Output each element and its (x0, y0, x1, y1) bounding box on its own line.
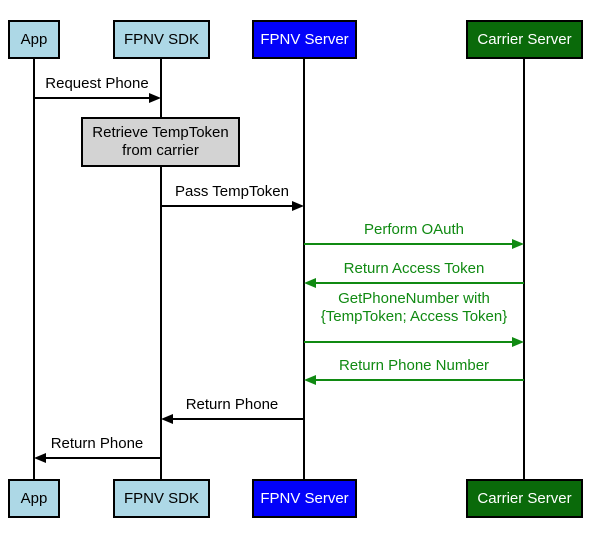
arrowhead-left-icon (161, 414, 173, 424)
actor-box-app-top: App (8, 20, 60, 59)
actor-box-app-bottom: App (8, 479, 60, 518)
actor-box-fpnv-server-top: FPNV Server (252, 20, 357, 59)
note-line1: Retrieve TempToken (92, 124, 229, 141)
actor-box-carrier-server-bottom: Carrier Server (466, 479, 583, 518)
message-label-return-access-token: Return Access Token (343, 260, 485, 277)
lifeline-app (33, 59, 35, 479)
arrowhead-right-icon (512, 239, 524, 249)
message-label-perform-oauth: Perform OAuth (363, 221, 465, 238)
actor-box-fpnv-sdk-bottom: FPNV SDK (113, 479, 210, 518)
message-label-request-phone: Request Phone (45, 75, 149, 92)
message-label-return-phone-server: Return Phone (185, 396, 279, 413)
message-label-return-phone-sdk: Return Phone (50, 435, 144, 452)
lifeline-carrier-server (523, 59, 525, 479)
note-line2: from carrier (122, 142, 199, 159)
arrowhead-right-icon (292, 201, 304, 211)
lifeline-fpnv-sdk (160, 59, 162, 479)
arrowhead-left-icon (304, 375, 316, 385)
message-label-getphonenumber-line1: GetPhoneNumber with (338, 290, 490, 307)
message-label-pass-temptoken: Pass TempToken (175, 183, 289, 200)
arrowhead-left-icon (34, 453, 46, 463)
arrowhead-left-icon (304, 278, 316, 288)
message-label-getphonenumber: GetPhoneNumber with {TempToken; Access T… (321, 290, 508, 326)
message-arrow-pass-temptoken (161, 205, 292, 207)
lifeline-fpnv-server (303, 59, 305, 479)
message-arrow-perform-oauth (304, 243, 512, 245)
message-label-return-phone-number: Return Phone Number (338, 357, 490, 374)
actor-box-carrier-server-top: Carrier Server (466, 20, 583, 59)
actor-box-fpnv-sdk-top: FPNV SDK (113, 20, 210, 59)
arrowhead-right-icon (512, 337, 524, 347)
message-arrow-getphonenumber (304, 341, 512, 343)
message-label-getphonenumber-line2: {TempToken; Access Token} (320, 308, 508, 325)
message-arrow-request-phone (34, 97, 149, 99)
message-arrow-return-phone-number (316, 379, 524, 381)
arrowhead-right-icon (149, 93, 161, 103)
note-box: Retrieve TempToken from carrier (81, 117, 240, 167)
message-arrow-return-phone-sdk (46, 457, 161, 459)
actor-box-fpnv-server-bottom: FPNV Server (252, 479, 357, 518)
message-arrow-return-phone-server (173, 418, 304, 420)
message-arrow-return-access-token (316, 282, 524, 284)
